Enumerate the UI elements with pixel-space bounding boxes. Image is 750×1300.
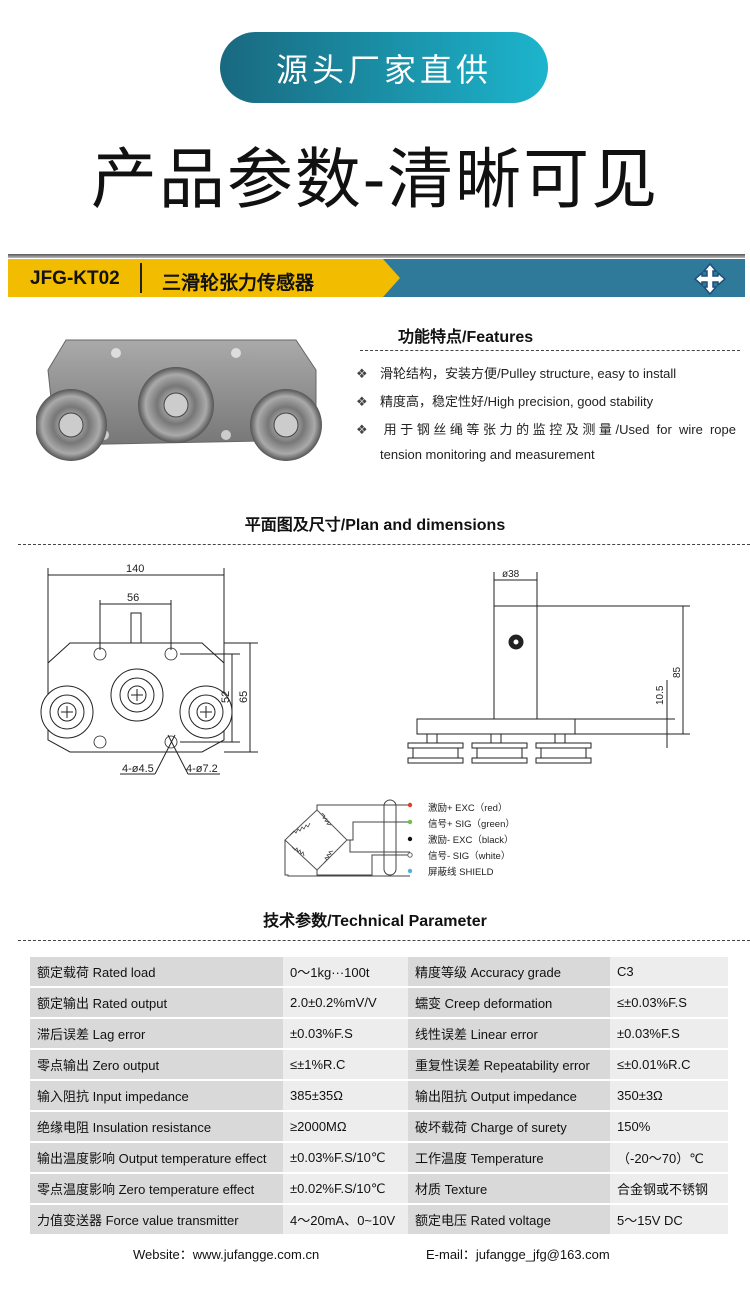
wire-dot-green [407, 819, 413, 825]
table-row: 零点温度影响 Zero temperature effect±0.02%F.S/… [30, 1174, 728, 1203]
wire-label: 激励+ EXC（red） [428, 803, 508, 814]
param-value: 4～20mA、0~10V [283, 1205, 408, 1234]
dim-hole-spacing: 56 [127, 592, 139, 604]
product-name: 三滑轮张力传感器 [162, 273, 315, 294]
param-label: 力值变送器 Force value transmitter [30, 1205, 283, 1234]
params-title: 技术参数/Technical Parameter [263, 913, 487, 930]
dim-width: 140 [126, 563, 144, 575]
wire-label: 屏蔽线 SHIELD [428, 867, 494, 878]
param-label: 额定载荷 Rated load [30, 957, 283, 986]
diamond-bullet-icon: ❖ [356, 394, 368, 409]
table-row: 输出温度影响 Output temperature effect±0.03%F.… [30, 1143, 728, 1172]
param-label: 重复性误差 Repeatability error [408, 1050, 610, 1079]
diamond-bullet-icon: ❖ [356, 422, 368, 437]
param-label: 蠕变 Creep deformation [408, 988, 610, 1017]
param-label: 额定电压 Rated voltage [408, 1205, 610, 1234]
param-label: 输出阻抗 Output impedance [408, 1081, 610, 1110]
wire-dot-black [407, 836, 413, 842]
divider [360, 350, 740, 351]
diamond-bullet-icon: ❖ [356, 366, 368, 381]
param-value: （-20～70）℃ [610, 1143, 728, 1172]
param-value: ≤±1%R.C [283, 1050, 408, 1079]
wiring-diagram [284, 799, 413, 877]
param-value: 5～15V DC [610, 1205, 728, 1234]
param-label: 输出温度影响 Output temperature effect [30, 1143, 283, 1172]
feature-item-continued: tension monitoring and measurement [380, 447, 595, 462]
param-label: 额定输出 Rated output [30, 988, 283, 1017]
param-value: 合金钢或不锈钢 [610, 1174, 728, 1203]
feature-item: ❖滑轮结构，安装方便/Pulley structure, easy to ins… [356, 366, 677, 381]
param-label: 破坏载荷 Charge of surety [408, 1112, 610, 1141]
wire-label: 激励- EXC（black） [428, 835, 514, 846]
dim-85: 85 [672, 666, 683, 678]
side-view-drawing: ø38 85 10.5 [407, 569, 690, 764]
param-label: 滞后误差 Lag error [30, 1019, 283, 1048]
dim-diameter: ø38 [502, 569, 520, 580]
dim-52: 52 [220, 691, 232, 703]
features-title: 功能特点/Features [398, 329, 534, 346]
email[interactable]: E-mail：jufangge_jfg@163.com [426, 1247, 610, 1262]
product-band-highlight [8, 259, 400, 297]
param-label: 零点温度影响 Zero temperature effect [30, 1174, 283, 1203]
param-value: C3 [610, 957, 728, 986]
dim-10-5: 10.5 [655, 685, 666, 705]
dim-hole-large: 4-ø7.2 [186, 763, 218, 775]
param-value: ±0.03%F.S/10℃ [283, 1143, 408, 1172]
wire-label: 信号+ SIG（green） [428, 819, 515, 830]
divider [18, 544, 750, 545]
dim-hole-small: 4-ø4.5 [122, 763, 154, 775]
source-factory-badge: 源头厂家直供 [220, 32, 548, 103]
wire-dot-white [407, 852, 413, 858]
param-value: ±0.02%F.S/10℃ [283, 1174, 408, 1203]
divider [140, 263, 142, 293]
website[interactable]: Website：www.jufangge.com.cn [133, 1247, 320, 1262]
param-value: 2.0±0.2%mV/V [283, 988, 408, 1017]
front-view-drawing: 140 56 4-ø4.5 4-ø7.2 52 65 [40, 563, 258, 775]
param-value: 350±3Ω [610, 1081, 728, 1110]
param-value: 150% [610, 1112, 728, 1141]
product-photo [36, 339, 322, 461]
dim-65: 65 [238, 691, 250, 703]
param-value: ±0.03%F.S [283, 1019, 408, 1048]
param-value: ≤±0.01%R.C [610, 1050, 728, 1079]
param-value: ≤±0.03%F.S [610, 988, 728, 1017]
page-title: 产品参数-清晰可见 [90, 141, 660, 218]
feature-item: ❖精度高，稳定性好/High precision, good stability [356, 394, 654, 409]
param-value: ≥2000MΩ [283, 1112, 408, 1141]
param-value: 0～1kg···100t [283, 957, 408, 986]
param-label: 绝缘电阻 Insulation resistance [30, 1112, 283, 1141]
wire-dot-red [407, 802, 413, 808]
divider [8, 254, 745, 258]
wire-dot-shield [407, 868, 413, 874]
param-label: 精度等级 Accuracy grade [408, 957, 610, 986]
param-value: 385±35Ω [283, 1081, 408, 1110]
product-model: JFG-KT02 [30, 268, 120, 289]
wire-label: 信号- SIG（white） [428, 851, 511, 862]
param-value: ±0.03%F.S [610, 1019, 728, 1048]
param-label: 输入阻抗 Input impedance [30, 1081, 283, 1110]
param-label: 零点输出 Zero output [30, 1050, 283, 1079]
param-label: 材质 Texture [408, 1174, 610, 1203]
feature-item: ❖用于钢丝绳等张力的监控及测量/Used for wire rope [356, 422, 736, 437]
divider [18, 940, 750, 941]
param-label: 工作温度 Temperature [408, 1143, 610, 1172]
param-label: 线性误差 Linear error [408, 1019, 610, 1048]
plan-title: 平面图及尺寸/Plan and dimensions [244, 517, 506, 534]
move-cross-icon [694, 263, 726, 295]
